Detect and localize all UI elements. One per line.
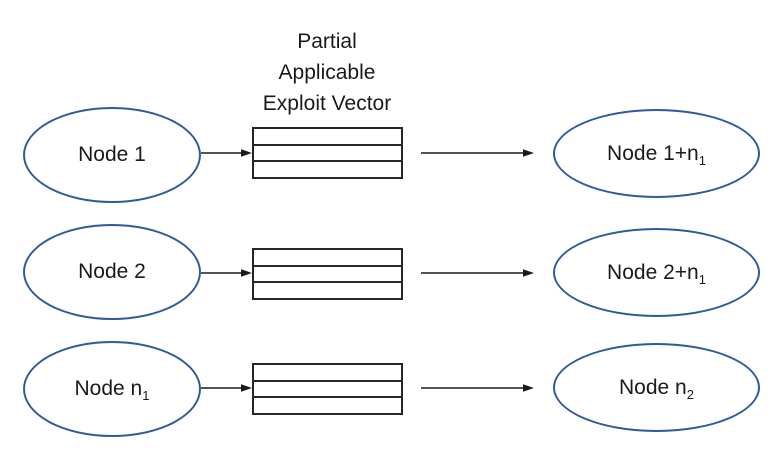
stack-cell bbox=[254, 264, 401, 282]
target-node-1-label: Node 1+n1 bbox=[607, 141, 706, 168]
title-line-2: Applicable bbox=[278, 61, 376, 84]
source-node-3-subscript: 1 bbox=[142, 388, 150, 404]
stack-cell bbox=[254, 365, 401, 380]
source-node-2-label: Node 2 bbox=[78, 260, 146, 283]
arrow-vector-to-target2 bbox=[421, 269, 534, 277]
arrow-vector-to-target1 bbox=[421, 149, 534, 157]
target-node-2-subscript: 1 bbox=[698, 271, 706, 287]
stack-cell bbox=[254, 250, 401, 265]
target-node-3-subscript: 2 bbox=[686, 386, 694, 402]
target-node-3-label: Node n2 bbox=[619, 375, 694, 402]
stack-cell bbox=[254, 396, 401, 413]
stack-cell bbox=[254, 379, 401, 397]
arrow-source1-to-vector bbox=[201, 149, 252, 157]
title-line-1: Partial bbox=[297, 30, 357, 53]
exploit-vector-stack-2 bbox=[252, 248, 403, 300]
stack-cell bbox=[254, 160, 401, 177]
exploit-vector-title: Partial Applicable Exploit Vector bbox=[227, 26, 427, 119]
arrow-source2-to-vector bbox=[201, 269, 252, 277]
stack-cell bbox=[254, 281, 401, 298]
exploit-vector-stack-3 bbox=[252, 363, 403, 415]
target-node-1-subscript: 1 bbox=[698, 152, 706, 168]
stack-cell bbox=[254, 143, 401, 161]
target-node-2-label: Node 2+n1 bbox=[607, 260, 706, 287]
source-node-1-ellipse: Node 1 bbox=[23, 107, 201, 203]
title-line-3: Exploit Vector bbox=[262, 92, 392, 115]
source-node-3-ellipse: Node n1 bbox=[23, 341, 201, 437]
arrow-vector-to-target3 bbox=[421, 384, 534, 392]
stack-cell bbox=[254, 129, 401, 144]
source-node-3-label: Node n1 bbox=[74, 377, 150, 404]
arrow-source3-to-vector bbox=[201, 384, 252, 392]
exploit-vector-stack-1 bbox=[252, 127, 403, 179]
target-node-3-ellipse: Node n2 bbox=[553, 343, 760, 432]
source-node-2-ellipse: Node 2 bbox=[23, 224, 201, 320]
source-node-1-label: Node 1 bbox=[78, 143, 146, 166]
target-node-1-ellipse: Node 1+n1 bbox=[553, 109, 760, 198]
target-node-2-ellipse: Node 2+n1 bbox=[553, 228, 760, 317]
